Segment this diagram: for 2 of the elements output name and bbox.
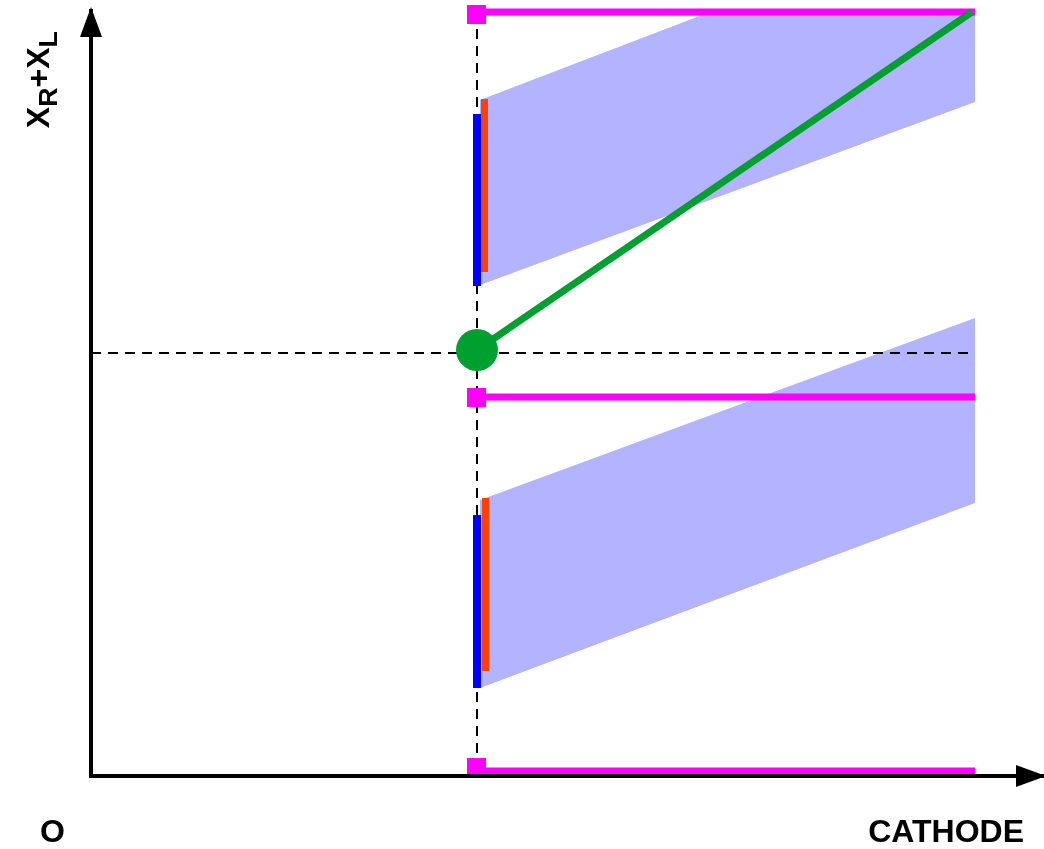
origin-label: O <box>40 813 65 849</box>
axis-label: CATHODE <box>868 813 1024 849</box>
